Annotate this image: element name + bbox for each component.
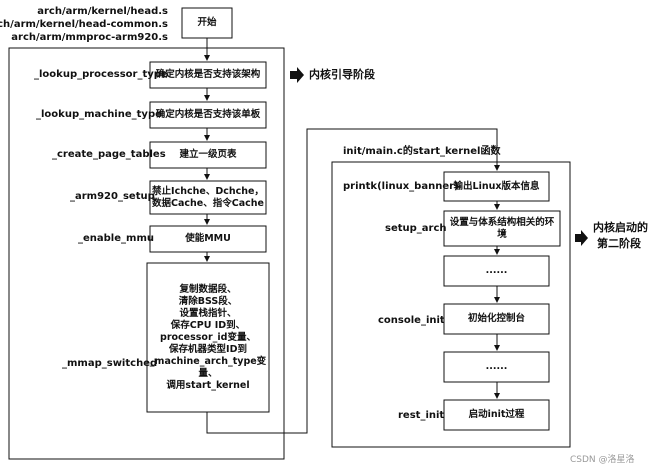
stage1-container (8, 47, 285, 460)
func-enable-mmu: _enable_mmu (78, 233, 154, 244)
step-enable-mmu: 使能MMU (185, 233, 231, 244)
start-node: 开始 (197, 17, 217, 28)
step-start-init: 启动init过程 (468, 409, 525, 420)
file-head-common-s: arch/arm/kernel/head-common.s (0, 19, 168, 30)
file-mmproc-arm920-s: arch/arm/mmproc-arm920.s (11, 32, 168, 43)
func-lookup-machine-type: _lookup_machine_type (36, 109, 162, 120)
stage2-header: init/main.c的start_kernel函数 (343, 146, 501, 157)
stage2-container (331, 161, 571, 448)
func-rest-init: rest_init (398, 410, 445, 421)
func-arm920-setup: _arm920_setup (70, 191, 155, 202)
step-page-table: 建立一级页表 (179, 149, 237, 160)
func-console-init: console_init (378, 315, 445, 326)
watermark-text: CSDN @洛星洛 (570, 455, 635, 465)
stage2-arrow (575, 230, 588, 246)
step-init-console: 初始化控制台 (467, 313, 525, 324)
step-check-board: 确定内核是否支持该单板 (155, 109, 261, 120)
func-lookup-processor-type: _lookup_processor_type (34, 69, 168, 80)
func-create-page-tables: _create_page_tables (52, 149, 166, 160)
step-mmap-switched: 复制数据段、 清除BSS段、 设置栈指针、 保存CPU ID到、 process… (149, 283, 267, 391)
stage1-title: 内核引导阶段 (309, 68, 375, 81)
stage2-title-line1: 内核启动的 (593, 221, 648, 234)
step-print-version: 输出Linux版本信息 (453, 180, 540, 192)
stage2-title-line2: 第二阶段 (597, 237, 641, 250)
step-ellipsis-2: ...... (485, 361, 508, 372)
func-mmap-switched: _mmap_switched (62, 358, 158, 369)
stage1-arrow (290, 67, 304, 83)
step-check-arch: 确定内核是否支持该架构 (155, 69, 261, 80)
step-disable-cache: 禁止Ichche、Dchche， 数据Cache、指令Cache (152, 185, 264, 209)
step-ellipsis-1: ...... (485, 265, 508, 276)
func-setup-arch: setup_arch (385, 223, 447, 234)
file-head-s: arch/arm/kernel/head.s (37, 6, 168, 17)
step-arch-env: 设置与体系结构相关的环 境 (449, 216, 555, 240)
func-printk: printk(linux_banner) (343, 181, 459, 192)
